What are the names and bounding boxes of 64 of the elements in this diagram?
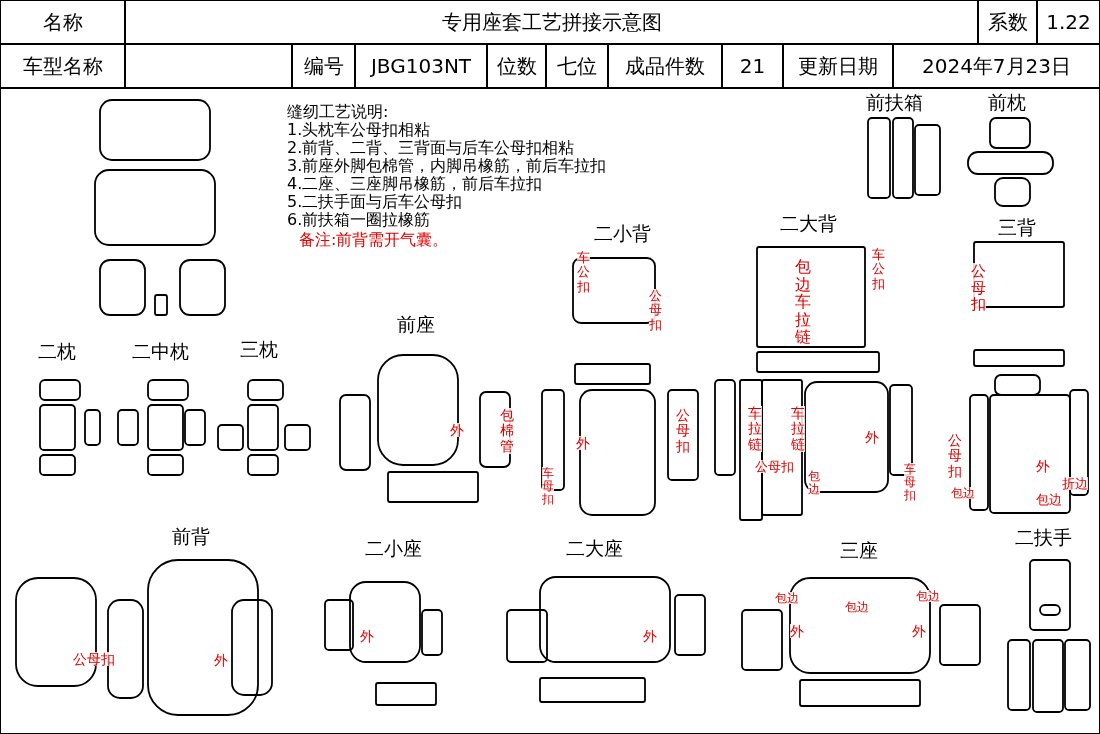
instruction-line: 5.二扶手面与后车公母扣 <box>287 194 463 210</box>
instruction-line: 6.前扶箱一圈拉橡筋 <box>287 212 431 228</box>
sewing-annotation: 公母扣 <box>676 408 690 455</box>
section-title: 前枕 <box>988 93 1026 112</box>
sewing-annotation: 车公扣 <box>872 248 885 291</box>
section-title: 三枕 <box>240 340 278 359</box>
header-label: 名称 <box>0 0 125 44</box>
sewing-annotation: 车公扣 <box>577 251 590 294</box>
sewing-annotation: 包边 <box>951 487 975 499</box>
sewing-annotation: 公母扣 <box>948 433 962 480</box>
sewing-annotation: 包边 <box>808 470 820 497</box>
sewing-annotation: 公母扣 <box>73 652 115 666</box>
sewing-annotation: 外 <box>360 629 374 643</box>
header-value: 2024年7月23日 <box>893 44 1100 88</box>
sewing-annotation: 包边 <box>775 592 799 604</box>
sewing-annotation: 包边 <box>916 590 940 602</box>
sewing-annotation: 外 <box>790 624 804 638</box>
sewing-annotation: 公母扣 <box>971 263 986 313</box>
section-title: 二枕 <box>38 342 76 361</box>
sewing-annotation: 外 <box>1036 459 1050 473</box>
section-title: 二大背 <box>780 214 837 233</box>
section-title: 前背 <box>172 527 210 546</box>
sewing-annotation: 外 <box>643 629 657 643</box>
header-value: JBG103NT <box>355 44 487 88</box>
sewing-annotation: 公母扣 <box>755 460 794 473</box>
sewing-annotation: 外 <box>450 423 464 437</box>
section-title: 二扶手 <box>1015 528 1072 547</box>
section-title: 二大座 <box>566 539 623 558</box>
section-title: 三座 <box>840 541 878 560</box>
section-title: 前扶箱 <box>866 93 923 112</box>
sewing-annotation: 外 <box>576 436 590 450</box>
header-label: 编号 <box>292 44 355 88</box>
sewing-annotation: 车拉链 <box>791 406 805 453</box>
section-title: 二小座 <box>365 539 422 558</box>
section-title: 三背 <box>998 218 1036 237</box>
header-label: 位数 <box>487 44 546 88</box>
section-title: 前座 <box>397 315 435 334</box>
sewing-annotation: 公母扣 <box>649 289 662 332</box>
header-label: 更新日期 <box>783 44 893 88</box>
sewing-annotation: 包棉管 <box>500 408 514 455</box>
sewing-annotation: 车母扣 <box>904 463 916 503</box>
section-title: 二小背 <box>594 224 651 243</box>
sewing-annotation: 外 <box>912 624 926 638</box>
instruction-line: 2.前背、二背、三背面与后车公母扣相粘 <box>287 140 575 156</box>
header-label: 车型名称 <box>0 44 125 88</box>
sewing-annotation: 外 <box>865 430 879 444</box>
instruction-line: 3.前座外脚包棉管，内脚吊橡筋，前后车拉扣 <box>287 158 607 174</box>
section-title: 二中枕 <box>132 342 189 361</box>
sewing-annotation: 车拉链 <box>748 406 762 453</box>
header-value: 21 <box>722 44 783 88</box>
header-label: 系数 <box>978 0 1037 44</box>
sheet-title: 专用座套工艺拼接示意图 <box>125 0 978 44</box>
instruction-line: 1.头枕车公母扣相粘 <box>287 122 431 138</box>
instruction-line: 4.二座、三座脚吊橡筋，前后车拉扣 <box>287 176 543 192</box>
sewing-annotation: 包边 <box>845 601 869 613</box>
sewing-annotation: 折边 <box>1062 477 1088 490</box>
sewing-annotation: 车母扣 <box>542 467 554 507</box>
instruction-heading: 缝纫工艺说明: <box>287 104 389 120</box>
sewing-annotation: 包边车拉链 <box>795 258 811 346</box>
header-value: 七位 <box>546 44 608 88</box>
header-value: 1.22 <box>1037 0 1100 44</box>
sewing-annotation: 包边 <box>1036 493 1062 506</box>
sewing-annotation: 外 <box>214 653 228 667</box>
header-label: 成品件数 <box>608 44 722 88</box>
